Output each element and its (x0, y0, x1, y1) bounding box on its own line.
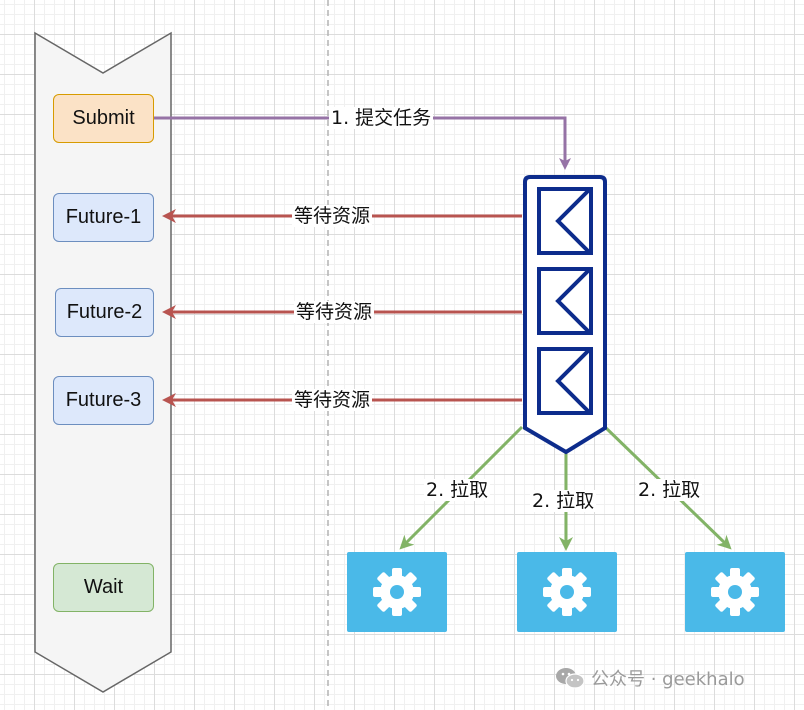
submit-task-edge (154, 116, 571, 170)
submit-task-label: 1. 提交任务 (329, 107, 434, 129)
wait-resource-label-3: 等待资源 (292, 389, 373, 411)
pull-label-3: 2. 拉取 (636, 479, 703, 501)
envelope-icon (537, 267, 593, 335)
envelope-icon (537, 187, 593, 255)
wait-resource-label-2: 等待资源 (294, 301, 375, 323)
worker-2[interactable] (517, 552, 617, 632)
pull-label-2: 2. 拉取 (530, 490, 597, 512)
wait-node[interactable]: Wait (53, 563, 154, 612)
envelope-icon (537, 347, 593, 415)
future-1-node[interactable]: Future-1 (53, 193, 154, 242)
watermark: 公众号 · geekhalo (555, 665, 745, 691)
submit-node[interactable]: Submit (53, 94, 154, 143)
future-3-node[interactable]: Future-3 (53, 376, 154, 425)
task-queue (523, 175, 607, 455)
future-2-node[interactable]: Future-2 (55, 288, 154, 337)
watermark-text: 公众号 · geekhalo (591, 669, 745, 690)
gear-icon (373, 568, 421, 616)
gear-icon (543, 568, 591, 616)
wechat-icon (556, 668, 585, 689)
pull-label-1: 2. 拉取 (424, 479, 491, 501)
gear-icon (711, 568, 759, 616)
worker-1[interactable] (347, 552, 447, 632)
worker-3[interactable] (685, 552, 785, 632)
wait-resource-label-1: 等待资源 (292, 205, 373, 227)
